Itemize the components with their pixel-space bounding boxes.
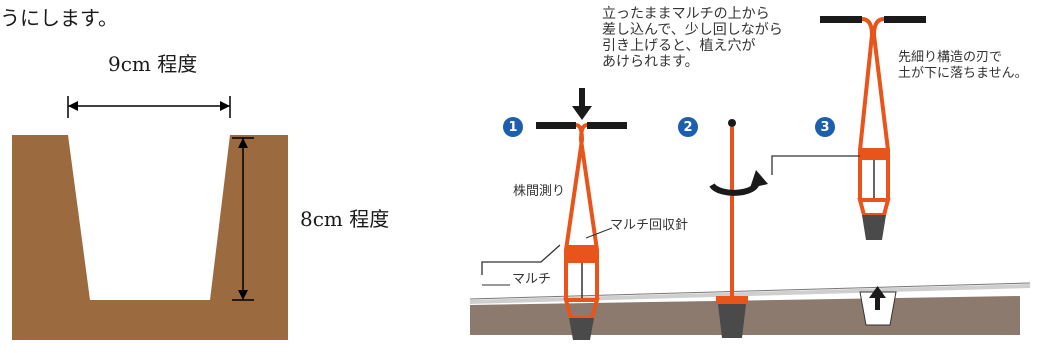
instruction-line-2: 差し込んで、少し回しながら bbox=[602, 22, 783, 38]
spacing-gauge-label: 株間測り bbox=[513, 184, 566, 199]
step-2-badge: 2 bbox=[678, 117, 698, 137]
mulch-label: マルチ bbox=[512, 272, 552, 287]
planting-tool-diagram bbox=[469, 16, 1031, 340]
spacing-gauge-leader bbox=[481, 244, 561, 275]
mulch-needle-leader bbox=[585, 227, 613, 239]
feature-note-line-2: 土が下に落ちません。 bbox=[898, 66, 1028, 81]
hole-depth-label: 8cm 程度 bbox=[300, 207, 390, 231]
hole-cross-section-diagram bbox=[12, 96, 288, 340]
planting-hole bbox=[68, 135, 230, 300]
feature-leader bbox=[771, 155, 860, 175]
tool-step-2 bbox=[709, 119, 768, 338]
instruction-line-1: 立ったままマルチの上から bbox=[602, 6, 770, 22]
feature-note-line-1: 先細り構造の刃で bbox=[898, 50, 1003, 65]
hole-width-label: 9cm 程度 bbox=[108, 52, 198, 76]
feature-note: 先細り構造の刃で 土が下に落ちません。 bbox=[898, 50, 1028, 82]
step-3-badge: 3 bbox=[815, 117, 835, 137]
tool-step-3 bbox=[820, 16, 926, 326]
tool-step-1 bbox=[536, 88, 627, 340]
instruction-line-3: 引き上げると、植え穴が bbox=[602, 38, 756, 54]
mulch-film bbox=[469, 284, 1031, 304]
mulch-needle-label: マルチ回収針 bbox=[610, 218, 689, 233]
step-1-badge: 1 bbox=[503, 117, 523, 137]
intro-text: うにします。 bbox=[0, 6, 118, 30]
instruction-text: 立ったままマルチの上から 差し込んで、少し回しながら 引き上げると、植え穴が あ… bbox=[602, 6, 783, 70]
instruction-line-4: あけられます。 bbox=[602, 54, 699, 70]
